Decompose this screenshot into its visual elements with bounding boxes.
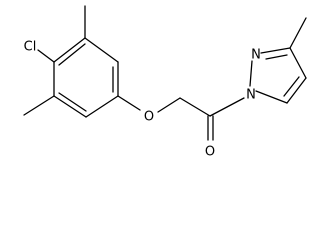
pyrazole-methyl-bond xyxy=(289,17,307,49)
bond xyxy=(260,47,291,54)
chemical-structure: Cl O O N N xyxy=(23,5,307,160)
bond xyxy=(53,37,86,63)
benzene-ring xyxy=(53,37,119,118)
bond xyxy=(84,37,119,63)
atom-n-ring: N xyxy=(246,88,256,103)
bond xyxy=(289,47,307,79)
c-n-bond xyxy=(209,97,245,117)
atom-cl: Cl xyxy=(24,40,37,55)
bond xyxy=(58,43,86,66)
bond xyxy=(53,95,87,118)
bond xyxy=(286,77,307,104)
bond xyxy=(255,90,288,104)
cl-bond xyxy=(37,49,55,63)
pyrazole-ring xyxy=(249,47,307,104)
atom-n-pyrazole: N xyxy=(251,48,261,63)
atom-o-carbonyl: O xyxy=(205,145,215,160)
atom-o-ether: O xyxy=(144,110,154,125)
ether-bond-1 xyxy=(117,95,141,111)
bond xyxy=(85,95,119,118)
methyl-bond-bottom xyxy=(23,95,55,116)
bond xyxy=(283,76,300,97)
bond xyxy=(249,60,253,87)
bond xyxy=(265,54,288,60)
ether-bond-2 xyxy=(157,97,181,113)
bond xyxy=(58,92,87,112)
ch2-carbonyl-bond xyxy=(179,97,211,117)
